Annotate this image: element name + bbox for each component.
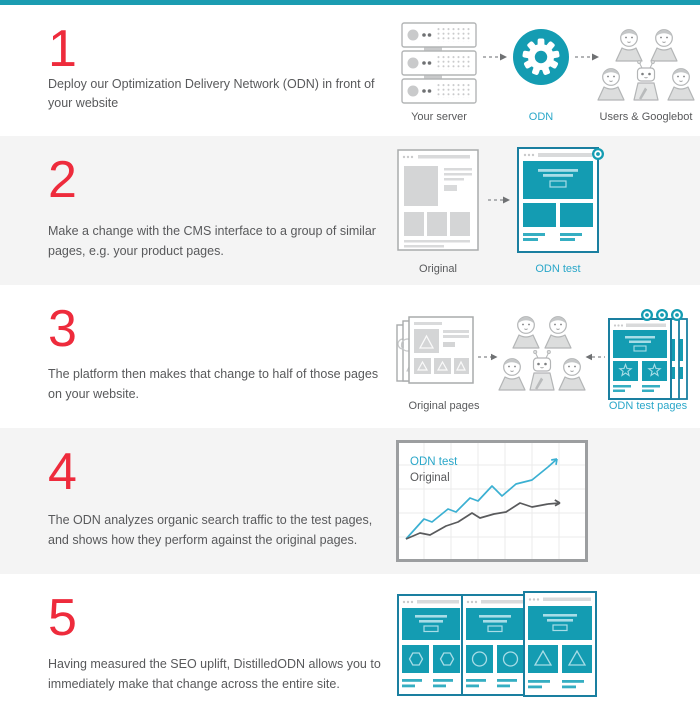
step-2-section: 2 Make a change with the CMS interface t… (0, 136, 700, 285)
step-2-description: Make a change with the CMS interface to … (48, 224, 376, 258)
test-badge-icon (591, 146, 605, 161)
dashed-arrow-icon (488, 196, 510, 203)
dashed-arrow-icon (575, 53, 599, 60)
step-1-section: 1 Deploy our Optimization Delivery Netwo… (0, 5, 700, 136)
odn-gear-icon (513, 28, 569, 85)
original-line (405, 502, 549, 540)
dashed-arrow-icon (478, 353, 498, 360)
dashed-arrow-icon (585, 353, 605, 360)
step-3-section: 3 The platform then makes that change to… (0, 285, 700, 428)
step-2-illustration: Original ODN test (397, 146, 605, 275)
odn-test-arrowhead (547, 458, 558, 468)
label-original: Original (419, 263, 457, 275)
label-users-googlebot: Users & Googlebot (600, 111, 693, 123)
test-badge-icon (670, 307, 684, 322)
odn-test-line (405, 466, 549, 540)
step-5-number: 5 (48, 589, 77, 647)
dashed-arrow-icon (483, 53, 507, 60)
server-stack-icon (401, 21, 477, 104)
original-page-wireframe (397, 148, 479, 251)
test-badge-icon (655, 307, 669, 322)
step-1-description: Deploy our Optimization Delivery Network… (48, 77, 375, 111)
users-googlebot-icon (498, 315, 586, 391)
label-odn: ODN (529, 111, 554, 123)
chart-grid (399, 443, 585, 559)
users-googlebot-icon (597, 28, 695, 101)
chart-legend-original: Original (410, 472, 450, 484)
original-pages-stack (396, 315, 474, 384)
site-page-wireframe-3 (523, 591, 597, 697)
step-4-number: 4 (48, 443, 77, 501)
label-original-pages: Original pages (409, 400, 480, 412)
step-3-illustration: Original pages ODN test pages (396, 307, 688, 412)
step-1-number: 1 (48, 20, 77, 78)
label-your-server: Your server (411, 111, 467, 123)
step-1-illustration: Your server ODN Users & Googlebot (401, 21, 695, 123)
step-5-description: Having measured the SEO uplift, Distille… (48, 657, 381, 691)
step-4-chart: ODN test Original (396, 440, 588, 562)
odn-test-pages-stack (608, 307, 688, 400)
step-2-number: 2 (48, 151, 77, 209)
step-4-section: 4 The ODN analyzes organic search traffi… (0, 428, 700, 574)
step-3-description: The platform then makes that change to h… (48, 367, 379, 401)
original-arrowhead (547, 499, 561, 507)
top-accent-bar (0, 0, 700, 5)
step-4-description: The ODN analyzes organic search traffic … (48, 513, 373, 547)
step-5-illustration (397, 591, 597, 697)
site-page-wireframe-2 (461, 594, 529, 696)
test-badge-icon (640, 307, 654, 322)
chart-legend-odn-test: ODN test (410, 456, 458, 468)
label-odn-test-pages: ODN test pages (609, 400, 688, 412)
odn-test-page-wireframe (517, 146, 605, 253)
step-5-section: 5 Having measured the SEO uplift, Distil… (0, 574, 700, 718)
site-page-wireframe-1 (397, 594, 465, 696)
label-odn-test: ODN test (535, 263, 580, 275)
step-3-number: 3 (48, 300, 77, 358)
